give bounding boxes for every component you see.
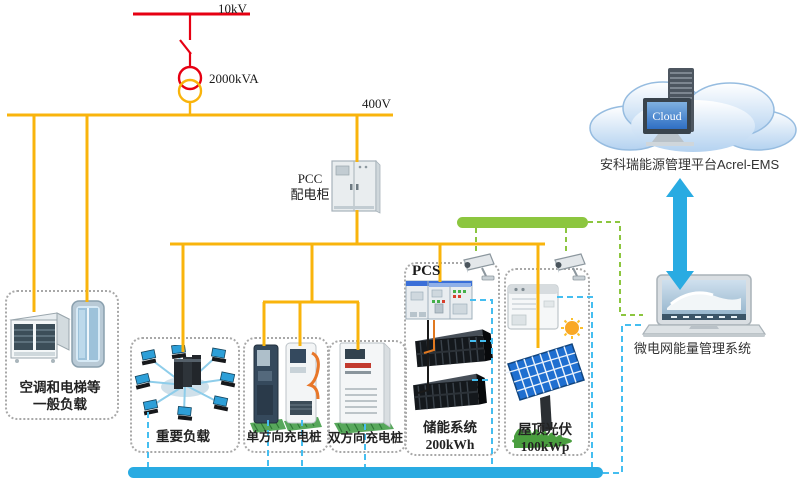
general-load-box: [5, 290, 119, 420]
cloud-screen-label: Cloud: [652, 109, 681, 123]
ems-platform-label: 安科瑞能源管理平台Acrel-EMS: [600, 157, 780, 172]
uni-charging-piles-image: [248, 341, 322, 438]
pcs-label: PCS: [412, 263, 441, 279]
bi-charger-label: 双方向充电桩: [328, 431, 404, 445]
general-load-label: 空调和电梯等 一般负载: [7, 380, 113, 414]
storage-box: [404, 262, 500, 456]
pcc-label: PCC 配电柜: [282, 171, 338, 204]
uni-charger-label: 单方向充电桩: [246, 430, 322, 444]
cctv-camera-icon: [458, 252, 500, 287]
important-load-label: 重要负载: [156, 429, 210, 444]
important-load-box: [130, 337, 240, 453]
battery-racks-image: [408, 328, 496, 417]
server-network-image: [134, 343, 236, 428]
cloud-platform-image: Cloud: [588, 60, 798, 165]
air-conditioner-image: [7, 306, 71, 369]
bi-charging-cabinet-image: [332, 341, 396, 440]
pv-label-line2: 100kWp: [520, 438, 570, 454]
hv-10kv-busbar: [133, 12, 250, 67]
laptop-image: [641, 274, 767, 343]
pv-label: 屋顶光伏 100kWp: [505, 422, 585, 456]
pcc-cabinet-image: [330, 158, 382, 219]
pv-label-line1: 屋顶光伏: [518, 422, 572, 437]
elevator-image: [70, 299, 106, 376]
general-load-label-line2: 一般负载: [33, 396, 87, 412]
pcc-label-line2: 配电柜: [290, 187, 330, 203]
transformer-symbol: [177, 65, 203, 114]
cloud-monitor-icon: Cloud: [643, 98, 694, 146]
sun-icon: [561, 317, 583, 339]
pcs-cabinet-image: [405, 280, 475, 327]
pcc-label-line1: PCC: [297, 171, 323, 186]
microgrid-ems-label: 微电网能量管理系统: [634, 341, 752, 356]
hv-voltage-label: 10kV: [218, 1, 247, 16]
storage-label: 储能系统 200kWh: [405, 420, 495, 454]
general-load-label-line1: 空调和电梯等: [19, 380, 101, 395]
lv-voltage-label: 400V: [362, 96, 391, 111]
bi-charger-box: [328, 340, 407, 453]
storage-label-line2: 200kWh: [425, 436, 475, 452]
cctv-camera-icon: [549, 252, 591, 287]
transformer-rating-label: 2000kVA: [209, 71, 259, 86]
storage-label-line1: 储能系统: [423, 420, 477, 435]
